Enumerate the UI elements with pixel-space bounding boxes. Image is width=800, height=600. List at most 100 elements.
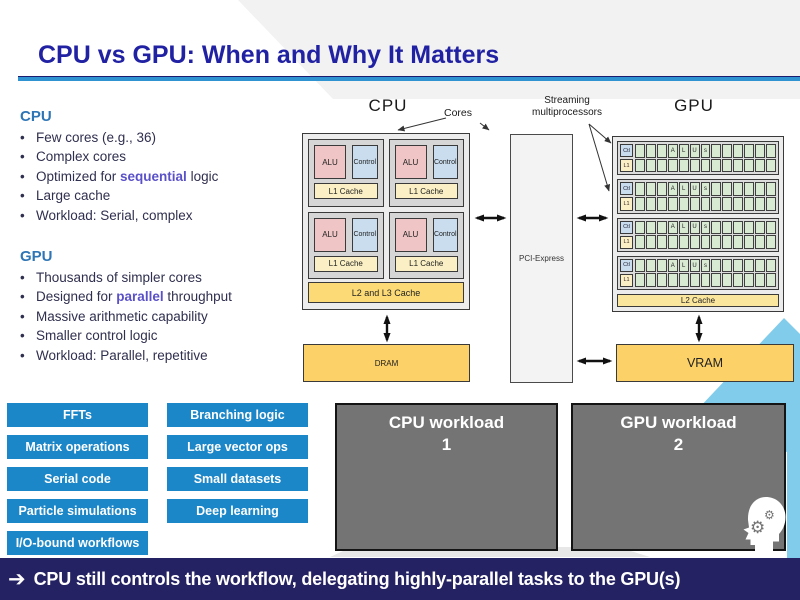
gpu-core-cell (766, 220, 776, 235)
sm-l1-box: L1 (620, 197, 633, 211)
gpu-core-cell (733, 196, 744, 211)
gpu-core-cell (755, 235, 766, 249)
gpu-core-cell: L (678, 258, 689, 273)
gpu-core-cell (700, 235, 711, 249)
gpu-core-cell (711, 196, 722, 211)
cores-callout-line (479, 122, 490, 131)
gpu-core-cell: A (667, 220, 678, 235)
gpu-core-cell (656, 182, 667, 196)
gpu-core-cell (755, 220, 766, 235)
sm-callout-line (588, 123, 612, 144)
cores-callout-label: Cores (444, 107, 473, 119)
gpu-core-cell (645, 220, 656, 235)
list-item: •Large cache (20, 186, 295, 205)
list-item: •Workload: Serial, complex (20, 206, 295, 225)
footer-arrow-icon: ➔ (8, 567, 26, 591)
gpu-core-cell (733, 273, 744, 287)
gpu-core-cell (722, 258, 733, 273)
bullet-icon: • (20, 149, 25, 165)
gpu-section-heading: GPU (20, 248, 53, 265)
control-box: Control (352, 217, 378, 252)
task-chip-particle-simulations: Particle simulations (7, 499, 148, 523)
gpu-core-cell (722, 235, 733, 249)
gpu-core-cell (656, 158, 667, 173)
gpu-core-cell (689, 196, 700, 211)
gpu-core-cell: L (678, 182, 689, 196)
gpu-core-cell (678, 158, 689, 173)
gpu-core-cell: U (689, 220, 700, 235)
gpu-core-cell (722, 158, 733, 173)
gear-icon: ⚙ (764, 508, 775, 522)
sm-l1-box: L1 (620, 273, 633, 287)
control-box: Control (432, 217, 458, 252)
page-title: CPU vs GPU: When and Why It Matters (38, 41, 500, 69)
task-chip-small-datasets: Small datasets (167, 467, 308, 491)
alu-box: ALU (394, 217, 427, 252)
gpu-core-cell (744, 258, 755, 273)
gpu-core-cell: A (667, 182, 678, 196)
gpu-core-cell (700, 158, 711, 173)
workload-number: 1 (441, 435, 452, 454)
gpu-core-cell (711, 158, 722, 173)
gpu-core-cell (667, 235, 678, 249)
gpu-core-cell (755, 144, 766, 158)
footer-text: CPU still controls the workflow, delegat… (33, 568, 681, 589)
l1-cache-bar: L1 Cache (394, 255, 458, 272)
gpu-core-cell: s (700, 258, 711, 273)
gpu-core-cell (667, 196, 678, 211)
gpu-core-cell (733, 220, 744, 235)
alu-box: ALU (394, 145, 427, 179)
l1-cache-bar: L1 Cache (314, 255, 378, 272)
gpu-core-cell (755, 196, 766, 211)
gpu-core-cell: s (700, 220, 711, 235)
gpu-core-cell: L (678, 220, 689, 235)
gpu-core-cell (689, 235, 700, 249)
workload-title: CPU workload (388, 413, 505, 432)
task-chip-matrix-operations: Matrix operations (7, 435, 148, 459)
head-silhouette (743, 497, 786, 553)
gpu-core-cell (733, 144, 744, 158)
task-chip-io-bound-workflows: I/O-bound workflows (7, 531, 148, 555)
gpu-core-cell (667, 158, 678, 173)
gpu-core-cell (766, 235, 776, 249)
pci-express-bus: PCI-Express (510, 134, 573, 383)
gpu-core-cell (755, 273, 766, 287)
gear-icon: ⚙ (750, 518, 765, 538)
gpu-core-cell (645, 273, 656, 287)
cpu-workload-box: CPU workload 1 (335, 403, 558, 551)
gpu-core-cell (766, 182, 776, 196)
task-chip-large-vector-ops: Large vector ops (167, 435, 308, 459)
gpu-core-cell (689, 273, 700, 287)
sm-l1-box: L1 (620, 235, 633, 249)
gpu-core-cell (645, 196, 656, 211)
sm-ctl-box: Ctl (620, 258, 633, 272)
gpu-core-cell (645, 144, 656, 158)
gpu-core-cell (722, 144, 733, 158)
gpu-core-cell (656, 258, 667, 273)
gpu-l2-cache-bar: L2 Cache (617, 294, 779, 307)
gpu-core-cell (711, 235, 722, 249)
cores-callout-line (397, 117, 447, 132)
sm-l1-box: L1 (620, 159, 633, 173)
task-chip-branching-logic: Branching logic (167, 403, 308, 427)
gpu-core-cell (656, 220, 667, 235)
gpu-core-cell (645, 182, 656, 196)
gpu-core-cell (755, 158, 766, 173)
gpu-core-cell (711, 220, 722, 235)
gpu-core-cell: L (678, 144, 689, 158)
sm-ctl-box: Ctl (620, 220, 633, 234)
sm-ctl-box: Ctl (620, 144, 633, 158)
l2-l3-cache-bar: L2 and L3 Cache (308, 282, 464, 303)
gpu-core-cell (744, 273, 755, 287)
sm-ctl-box: Ctl (620, 182, 633, 196)
